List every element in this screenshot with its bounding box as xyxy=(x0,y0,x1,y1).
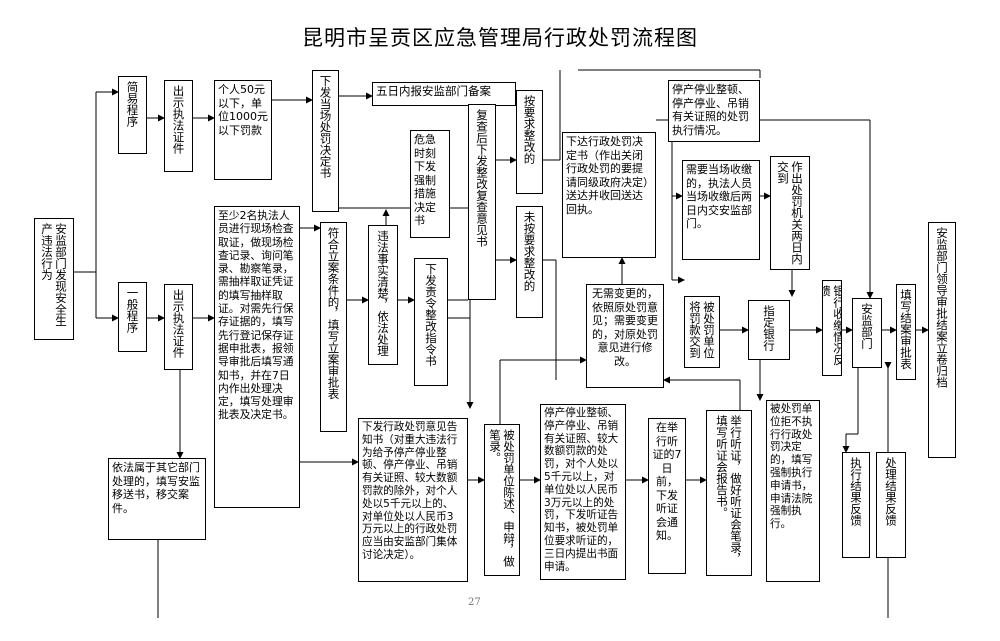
onsite-decision-box: 下发当场处罚决定书 xyxy=(312,70,339,212)
authority-deliver-box: 作出处罚机关两日内交到 xyxy=(770,156,810,270)
suspension-report-box: 停产停业整顿、停产停业、吊销有关证照的处罚执行情况。 xyxy=(668,80,760,142)
rectified-box: 按要求整改的 xyxy=(516,90,543,194)
case-accept-box: 符合立案条件的，填写立案审批表 xyxy=(320,222,347,432)
pay-fine-box: 被处罚单位将罚款交到 xyxy=(684,296,720,368)
simple-procedure-box: 简易程序 xyxy=(118,76,147,154)
result-feedback-box: 处理结果反馈 xyxy=(876,452,906,558)
designated-bank-box: 指定银行 xyxy=(748,300,790,360)
page-title: 昆明市呈贡区应急管理局行政处罚流程图 xyxy=(302,26,698,50)
start-box: 安监部门发现安全生产违法行为 xyxy=(34,218,74,340)
order-rectify-box: 下发责令整改指令书 xyxy=(414,258,448,386)
five-day-report-box: 五日内报安监部门备案 xyxy=(372,82,516,106)
hearing-notice-box: 停产停业整顿、停产停业、吊销有关证照、较大数额罚款的处罚，对个人处以5千元以上，… xyxy=(540,404,626,580)
bank-feedback-box: 银行收缴情况反馈 xyxy=(822,280,842,376)
general-procedure-box: 一般程序 xyxy=(118,282,147,352)
show-id-box-general: 出示执法证件 xyxy=(164,284,193,370)
facts-clear-box: 违法事实清楚，依法处理 xyxy=(368,225,398,365)
closure-form-box: 填写结案审批表 xyxy=(896,284,916,380)
issue-decision-box: 下达行政处罚决定书（作出关闭行政处罚的要提请同级政府决定）送达并收回送达回执。 xyxy=(562,132,656,258)
leader-approval-box: 安监部门领导审批结案立卷归档 xyxy=(928,222,956,458)
investigation-box: 至少2名执法人员进行现场检查取证，做现场检查记录、询问笔录、勘察笔录，需抽样取证… xyxy=(214,206,300,508)
statement-box: 被处罚单位陈述、申辩，做笔录。 xyxy=(484,424,520,576)
prior-notice-box: 下发行政处罚意见告知书（对重大违法行为给予停产停业整顿、停产停业、吊销有关证照、… xyxy=(358,418,468,582)
onsite-collection-box: 需要当场收缴的，执法人员当场收缴后两日内交安监部门。 xyxy=(682,160,760,260)
refuse-execution-box: 被处罚单位拒不执行行政处罚决定的，填写强制执行申请书，申请法院强制执行。 xyxy=(766,400,820,582)
execution-feedback-box: 执行结果反馈 xyxy=(842,452,870,558)
not-rectified-box: 未按要求整改的 xyxy=(516,206,543,318)
hearing-hold-box: 举行听证，做好听证会笔录，填写听证会报告书。 xyxy=(706,410,752,576)
small-fine-box: 个人50元以下，单位1000元以下罚款 xyxy=(214,80,272,180)
emergency-measures-box: 危急时刻下发强制措施决定书 xyxy=(410,130,450,238)
recheck-box: 复查后下发整改复查意见书 xyxy=(468,104,496,300)
transfer-case-box: 依法属于其它部门处理的，填写安监移送书，移交案件。 xyxy=(108,458,206,540)
hearing-7day-box: 在举行听证的7日前，下发听证会通知。 xyxy=(648,418,686,574)
page-number: 27 xyxy=(468,597,481,608)
safety-dept-box: 安监部门 xyxy=(852,298,882,368)
no-change-box: 无需变更的，依照原处罚意见；需要变更的，对原处罚意见进行修改。 xyxy=(586,284,664,388)
show-id-box-simple: 出示执法证件 xyxy=(164,80,193,172)
